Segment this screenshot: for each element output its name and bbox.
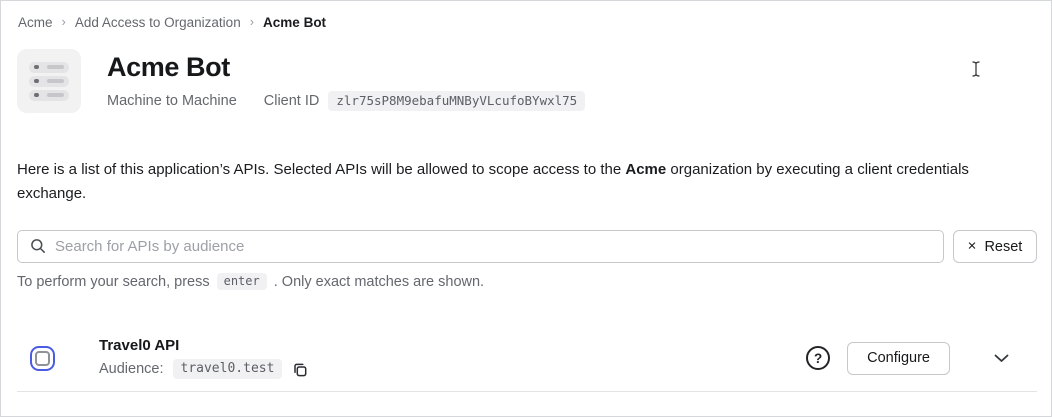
breadcrumb: Acme › Add Access to Organization › Acme… [18, 14, 327, 30]
audience-value-chip: travel0.test [172, 359, 283, 379]
breadcrumb-item-add-access[interactable]: Add Access to Organization [74, 15, 241, 30]
breadcrumb-item-acme[interactable]: Acme [18, 15, 53, 30]
enter-key-chip: enter [216, 273, 267, 290]
row-actions: ? Configure [806, 341, 1037, 375]
app-header: Acme Bot Machine to Machine Client ID zl… [17, 49, 586, 113]
description-text-after: organization by executing a client crede… [17, 161, 969, 202]
search-hint: To perform your search, press enter . On… [17, 273, 484, 290]
api-checkbox[interactable] [30, 345, 55, 371]
description-org-name: Acme [625, 161, 667, 178]
audience-label: Audience: [99, 361, 164, 377]
page-title: Acme Bot [107, 52, 230, 82]
app-type-label: Machine to Machine [107, 93, 237, 109]
hint-text-before: To perform your search, press [17, 273, 210, 290]
page-description: Here is a list of this application’s API… [17, 158, 983, 206]
search-box [17, 230, 944, 263]
breadcrumb-item-current: Acme Bot [263, 15, 327, 30]
api-list-item: Travel0 API Audience: travel0.test ? Con… [17, 333, 1037, 383]
breadcrumb-separator-icon: › [249, 14, 255, 29]
reset-button[interactable]: × Reset [953, 230, 1037, 263]
client-id-value: zlr75sP8M9ebafuMNByVLcufoBYwxl75 [328, 91, 586, 111]
reset-button-label: Reset [984, 238, 1023, 255]
checkbox-box [35, 350, 50, 366]
copy-icon[interactable] [290, 360, 308, 378]
text-cursor-icon [972, 61, 980, 77]
chevron-down-icon[interactable] [990, 350, 1013, 367]
search-row: × Reset [17, 230, 1037, 263]
api-name: Travel0 API [99, 337, 180, 354]
configure-button[interactable]: Configure [847, 341, 950, 375]
description-text-before: Here is a list of this application’s API… [17, 161, 626, 178]
breadcrumb-separator-icon: › [61, 14, 66, 29]
search-input[interactable] [17, 230, 944, 263]
server-stack-icon [17, 49, 81, 113]
hint-text-after: . Only exact matches are shown. [273, 273, 485, 290]
client-id-label: Client ID [263, 93, 320, 109]
row-divider [17, 391, 1037, 392]
help-icon[interactable]: ? [806, 346, 831, 370]
close-icon: × [967, 237, 977, 255]
